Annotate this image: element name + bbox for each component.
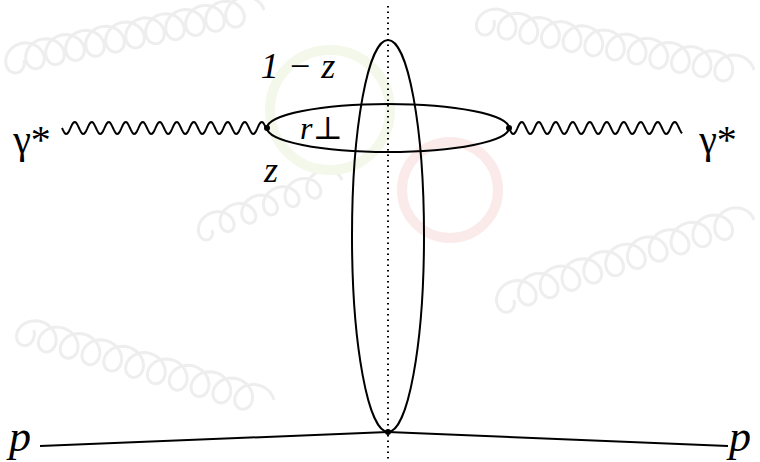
proton-label: p	[9, 415, 31, 459]
photon-line	[62, 122, 267, 134]
photon-line	[509, 122, 682, 134]
quark-loop: r⊥	[266, 103, 510, 153]
gluon-exchange-blob	[352, 40, 424, 432]
momentum-fraction: 1 − z	[261, 48, 335, 84]
momentum-fraction: z	[264, 152, 278, 188]
photon-label: γ*	[699, 120, 737, 160]
watermark-ring	[402, 142, 498, 238]
dipole-size-label: r⊥	[300, 112, 343, 144]
gluon-coil	[16, 321, 274, 409]
gluon-coil	[6, 0, 264, 73]
gluon-coil	[476, 9, 754, 81]
loop-ellipse	[267, 104, 509, 152]
proton-line	[388, 432, 728, 446]
proton-line	[40, 432, 388, 446]
vertex-dot	[385, 429, 391, 435]
gluon-coil	[496, 208, 754, 312]
proton-label: p	[729, 415, 751, 459]
photon-label: γ*	[13, 120, 51, 160]
gluon-watermark	[6, 0, 754, 409]
cut-line	[387, 6, 389, 462]
